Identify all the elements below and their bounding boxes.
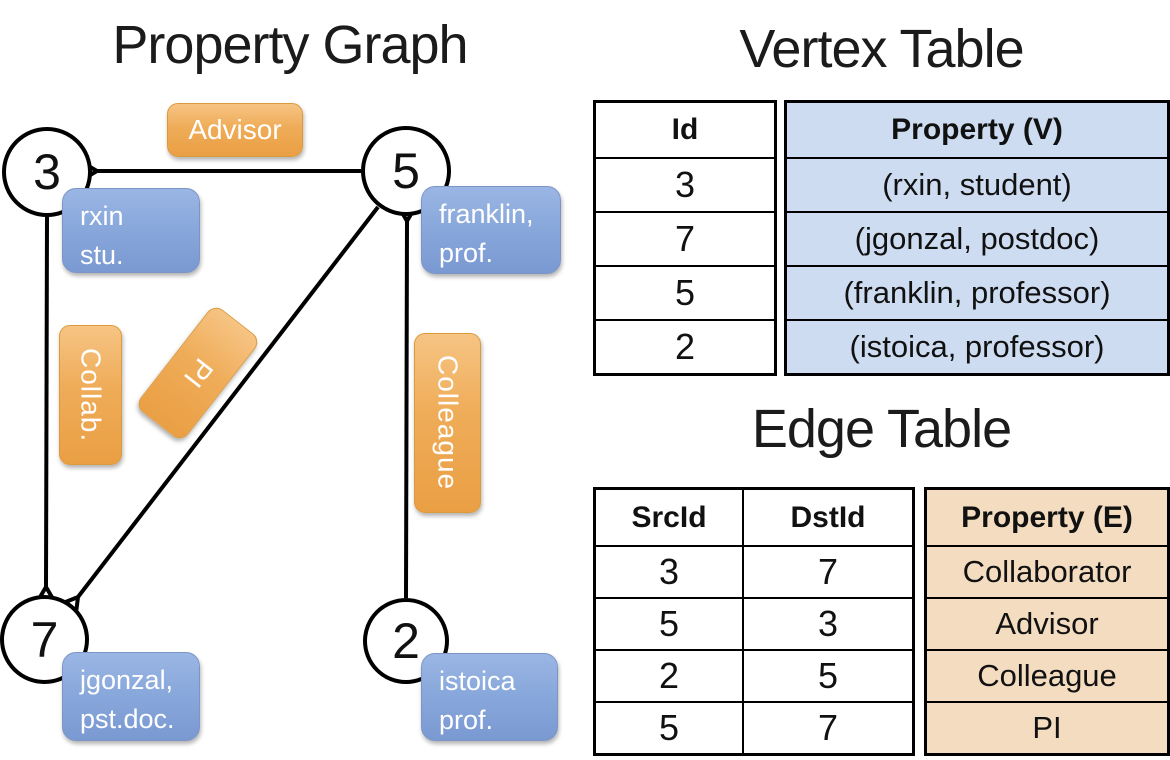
table-cell: 2 (596, 319, 774, 373)
table-cell: 3 (658, 551, 680, 592)
vertex-table-title: Vertex Table (739, 19, 1024, 79)
table-cell: 5 (742, 651, 912, 701)
edge-table-property-header: Property (E) (961, 500, 1133, 534)
edge-table-id-columns: SrcId DstId 3 7 5 3 2 5 5 7 (593, 487, 915, 756)
table-cell: (jgonzal, postdoc) (787, 211, 1167, 265)
table-cell: Collaborator (927, 545, 1167, 597)
vertex-5-line1: franklin, (439, 199, 534, 229)
vertex-7-line1: jgonzal, (80, 665, 174, 695)
vertex-2-line1: istoica (439, 666, 516, 696)
node-3-id: 3 (33, 144, 61, 200)
vertex-table-property-column: Property (V) (rxin, student) (jgonzal, p… (784, 100, 1170, 376)
vertex-property-box-2: istoica prof. (421, 653, 558, 741)
table-cell: 3 (596, 157, 774, 211)
table-cell: PI (927, 701, 1167, 753)
vertex-3-line1: rxin (80, 201, 124, 231)
edge-table-property-column: Property (E) Collaborator Advisor Collea… (924, 487, 1170, 756)
table-row: 5 3 (596, 597, 912, 649)
vertex-table: Id 3 7 5 2 Property (V) (rxin, student) … (593, 100, 1170, 376)
table-cell: 7 (596, 211, 774, 265)
table-cell: 3 (742, 599, 912, 649)
table-cell: 5 (658, 603, 680, 644)
vertex-table-id-column: Id 3 7 5 2 (593, 100, 777, 376)
table-cell: (istoica, professor) (787, 319, 1167, 373)
edge-pi-5-to-7 (57, 205, 380, 619)
table-cell: 7 (742, 547, 912, 597)
table-cell: 5 (658, 707, 680, 748)
node-2-id: 2 (392, 613, 420, 669)
table-cell: 5 (596, 265, 774, 319)
table-cell: (franklin, professor) (787, 265, 1167, 319)
edge-label-collab: Collab. (59, 325, 122, 465)
table-cell: 2 (658, 655, 680, 696)
vertex-5-line2: prof. (439, 238, 494, 269)
node-7-id: 7 (30, 611, 59, 668)
edge-label-advisor: Advisor (167, 103, 303, 157)
edge-label-colleague: Colleague (414, 333, 481, 513)
vertex-7-line2: pst.doc. (80, 704, 175, 735)
edge-table: SrcId DstId 3 7 5 3 2 5 5 7 Property (E) (593, 487, 1170, 756)
vertex-property-box-5: franklin, prof. (421, 186, 561, 274)
edge-label-advisor-text: Advisor (188, 114, 282, 145)
vertex-2-line2: prof. (439, 705, 494, 736)
edge-table-src-header: SrcId (631, 500, 707, 534)
table-cell: Colleague (927, 649, 1167, 701)
node-5-id: 5 (392, 143, 420, 199)
table-row: 5 7 (596, 701, 912, 753)
vertex-table-property-header: Property (V) (891, 113, 1063, 146)
vertex-3-line2: stu. (80, 240, 124, 271)
edge-collab-3-to-7 (33, 216, 58, 607)
vertex-property-box-3: rxin stu. (62, 188, 200, 273)
edge-label-collab-text: Collab. (75, 347, 107, 443)
vertex-table-id-header: Id (671, 113, 699, 146)
table-cell: (rxin, student) (787, 157, 1167, 211)
graph-edges (33, 159, 420, 619)
edge-table-dst-header: DstId (742, 490, 912, 545)
edge-label-colleague-text: Colleague (432, 355, 464, 491)
property-graph-title: Property Graph (112, 15, 468, 75)
edge-table-header-row: SrcId DstId (596, 490, 912, 545)
edge-colleague-2-to-5 (395, 201, 420, 599)
table-cell: 7 (742, 703, 912, 753)
vertex-property-box-7: jgonzal, pst.doc. (62, 652, 200, 741)
edge-table-title: Edge Table (751, 399, 1012, 459)
table-row: 2 5 (596, 649, 912, 701)
edge-label-pi-text: PI (177, 352, 220, 395)
table-cell: Advisor (927, 597, 1167, 649)
graph-node-2: 2 (363, 598, 449, 684)
table-row: 3 7 (596, 545, 912, 597)
